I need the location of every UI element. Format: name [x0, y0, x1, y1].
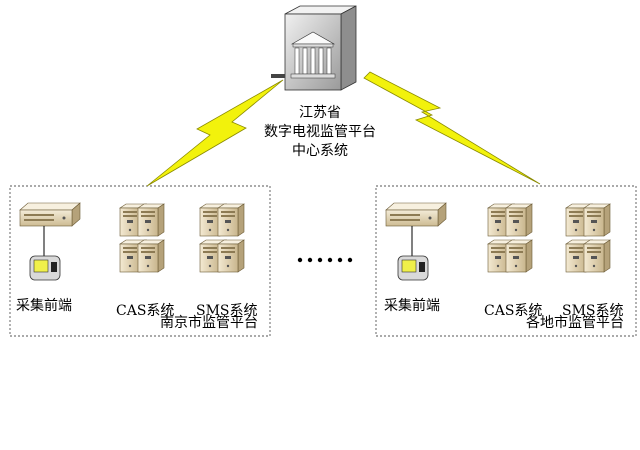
right-acquisition-device-icon: [397, 255, 429, 281]
lightning-link-right: [363, 71, 541, 185]
right-sms-servers-icon: [566, 204, 610, 272]
right-sms-label: SMS系统: [562, 303, 624, 319]
right-site-box: [375, 185, 637, 337]
left-site-label: 南京市监管平台: [160, 315, 258, 331]
left-cas-servers-icon: [120, 204, 164, 272]
left-sms-label: SMS系统: [196, 303, 258, 319]
left-site-box: [9, 185, 271, 337]
right-site-label: 各地市监管平台: [526, 315, 624, 331]
right-cas-label: CAS系统: [484, 303, 543, 319]
left-front-end-label: 采集前端: [16, 298, 72, 314]
right-front-end-label: 采集前端: [384, 298, 440, 314]
right-rack-server-icon: [385, 202, 447, 227]
left-rack-server-icon: [19, 202, 81, 227]
right-cas-servers-icon: [488, 204, 532, 272]
center-label-line2: 数字电视监管平台: [264, 124, 376, 140]
central-server-icon: [271, 5, 357, 91]
center-label-line1: 江苏省: [299, 105, 341, 121]
left-sms-servers-icon: [200, 204, 244, 272]
lightning-link-left: [146, 79, 284, 187]
left-acquisition-device-icon: [29, 255, 61, 281]
ellipsis-dots: [297, 257, 353, 263]
center-label-line3: 中心系统: [292, 143, 348, 159]
left-cas-label: CAS系统: [116, 303, 175, 319]
